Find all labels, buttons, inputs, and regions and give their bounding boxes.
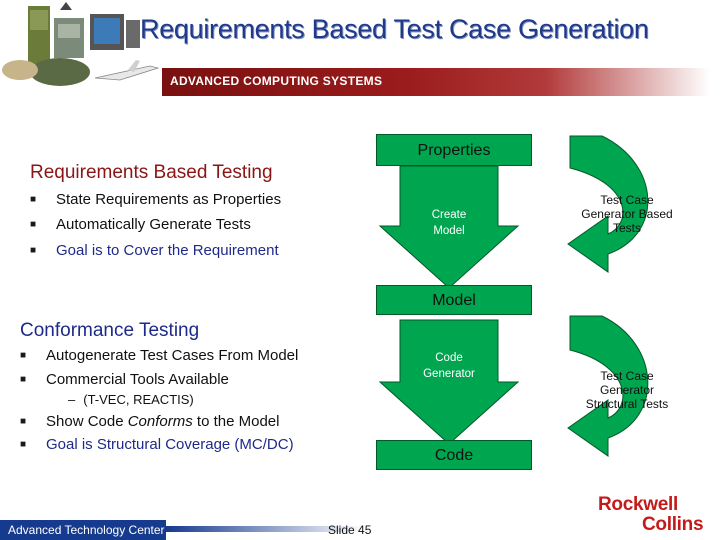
collins-logo-text: Collins	[642, 514, 703, 536]
loop2-label: Test Case Generator Structural Tests	[580, 369, 674, 411]
loop1-label: Test Case Generator Based Tests	[580, 193, 674, 235]
model-box: Model	[376, 285, 532, 315]
conformance-testing-heading: Conformance Testing	[20, 320, 199, 342]
properties-box: Properties	[376, 134, 532, 166]
bullet-item: ■Goal is to Cover the Requirement	[30, 242, 279, 259]
footer-label: Advanced Technology Center	[0, 520, 166, 540]
banner-text: ADVANCED COMPUTING SYSTEMS	[170, 74, 382, 88]
requirements-testing-heading: Requirements Based Testing	[30, 162, 273, 184]
bullet-item: ■Automatically Generate Tests	[30, 216, 251, 233]
code-box: Code	[376, 440, 532, 470]
code-generator-label: Code Generator	[418, 350, 480, 382]
bullet-item: ■Goal is Structural Coverage (MC/DC)	[20, 436, 294, 453]
bullet-item: ■Commercial Tools Available	[20, 371, 229, 388]
rockwell-logo-text: Rockwell	[598, 494, 678, 516]
slide-number: Slide 45	[328, 523, 371, 537]
create-model-label: Create Model	[418, 207, 480, 239]
bullet-item: ■State Requirements as Properties	[30, 191, 281, 208]
sub-bullet-item: –(T-VEC, REACTIS)	[68, 392, 194, 407]
bullet-item: ■Autogenerate Test Cases From Model	[20, 347, 298, 364]
bullet-item: ■Show Code Conforms to the Model	[20, 413, 279, 430]
code-generator-arrow	[378, 318, 520, 448]
slide-title: Requirements Based Test Case Generation	[140, 14, 649, 45]
